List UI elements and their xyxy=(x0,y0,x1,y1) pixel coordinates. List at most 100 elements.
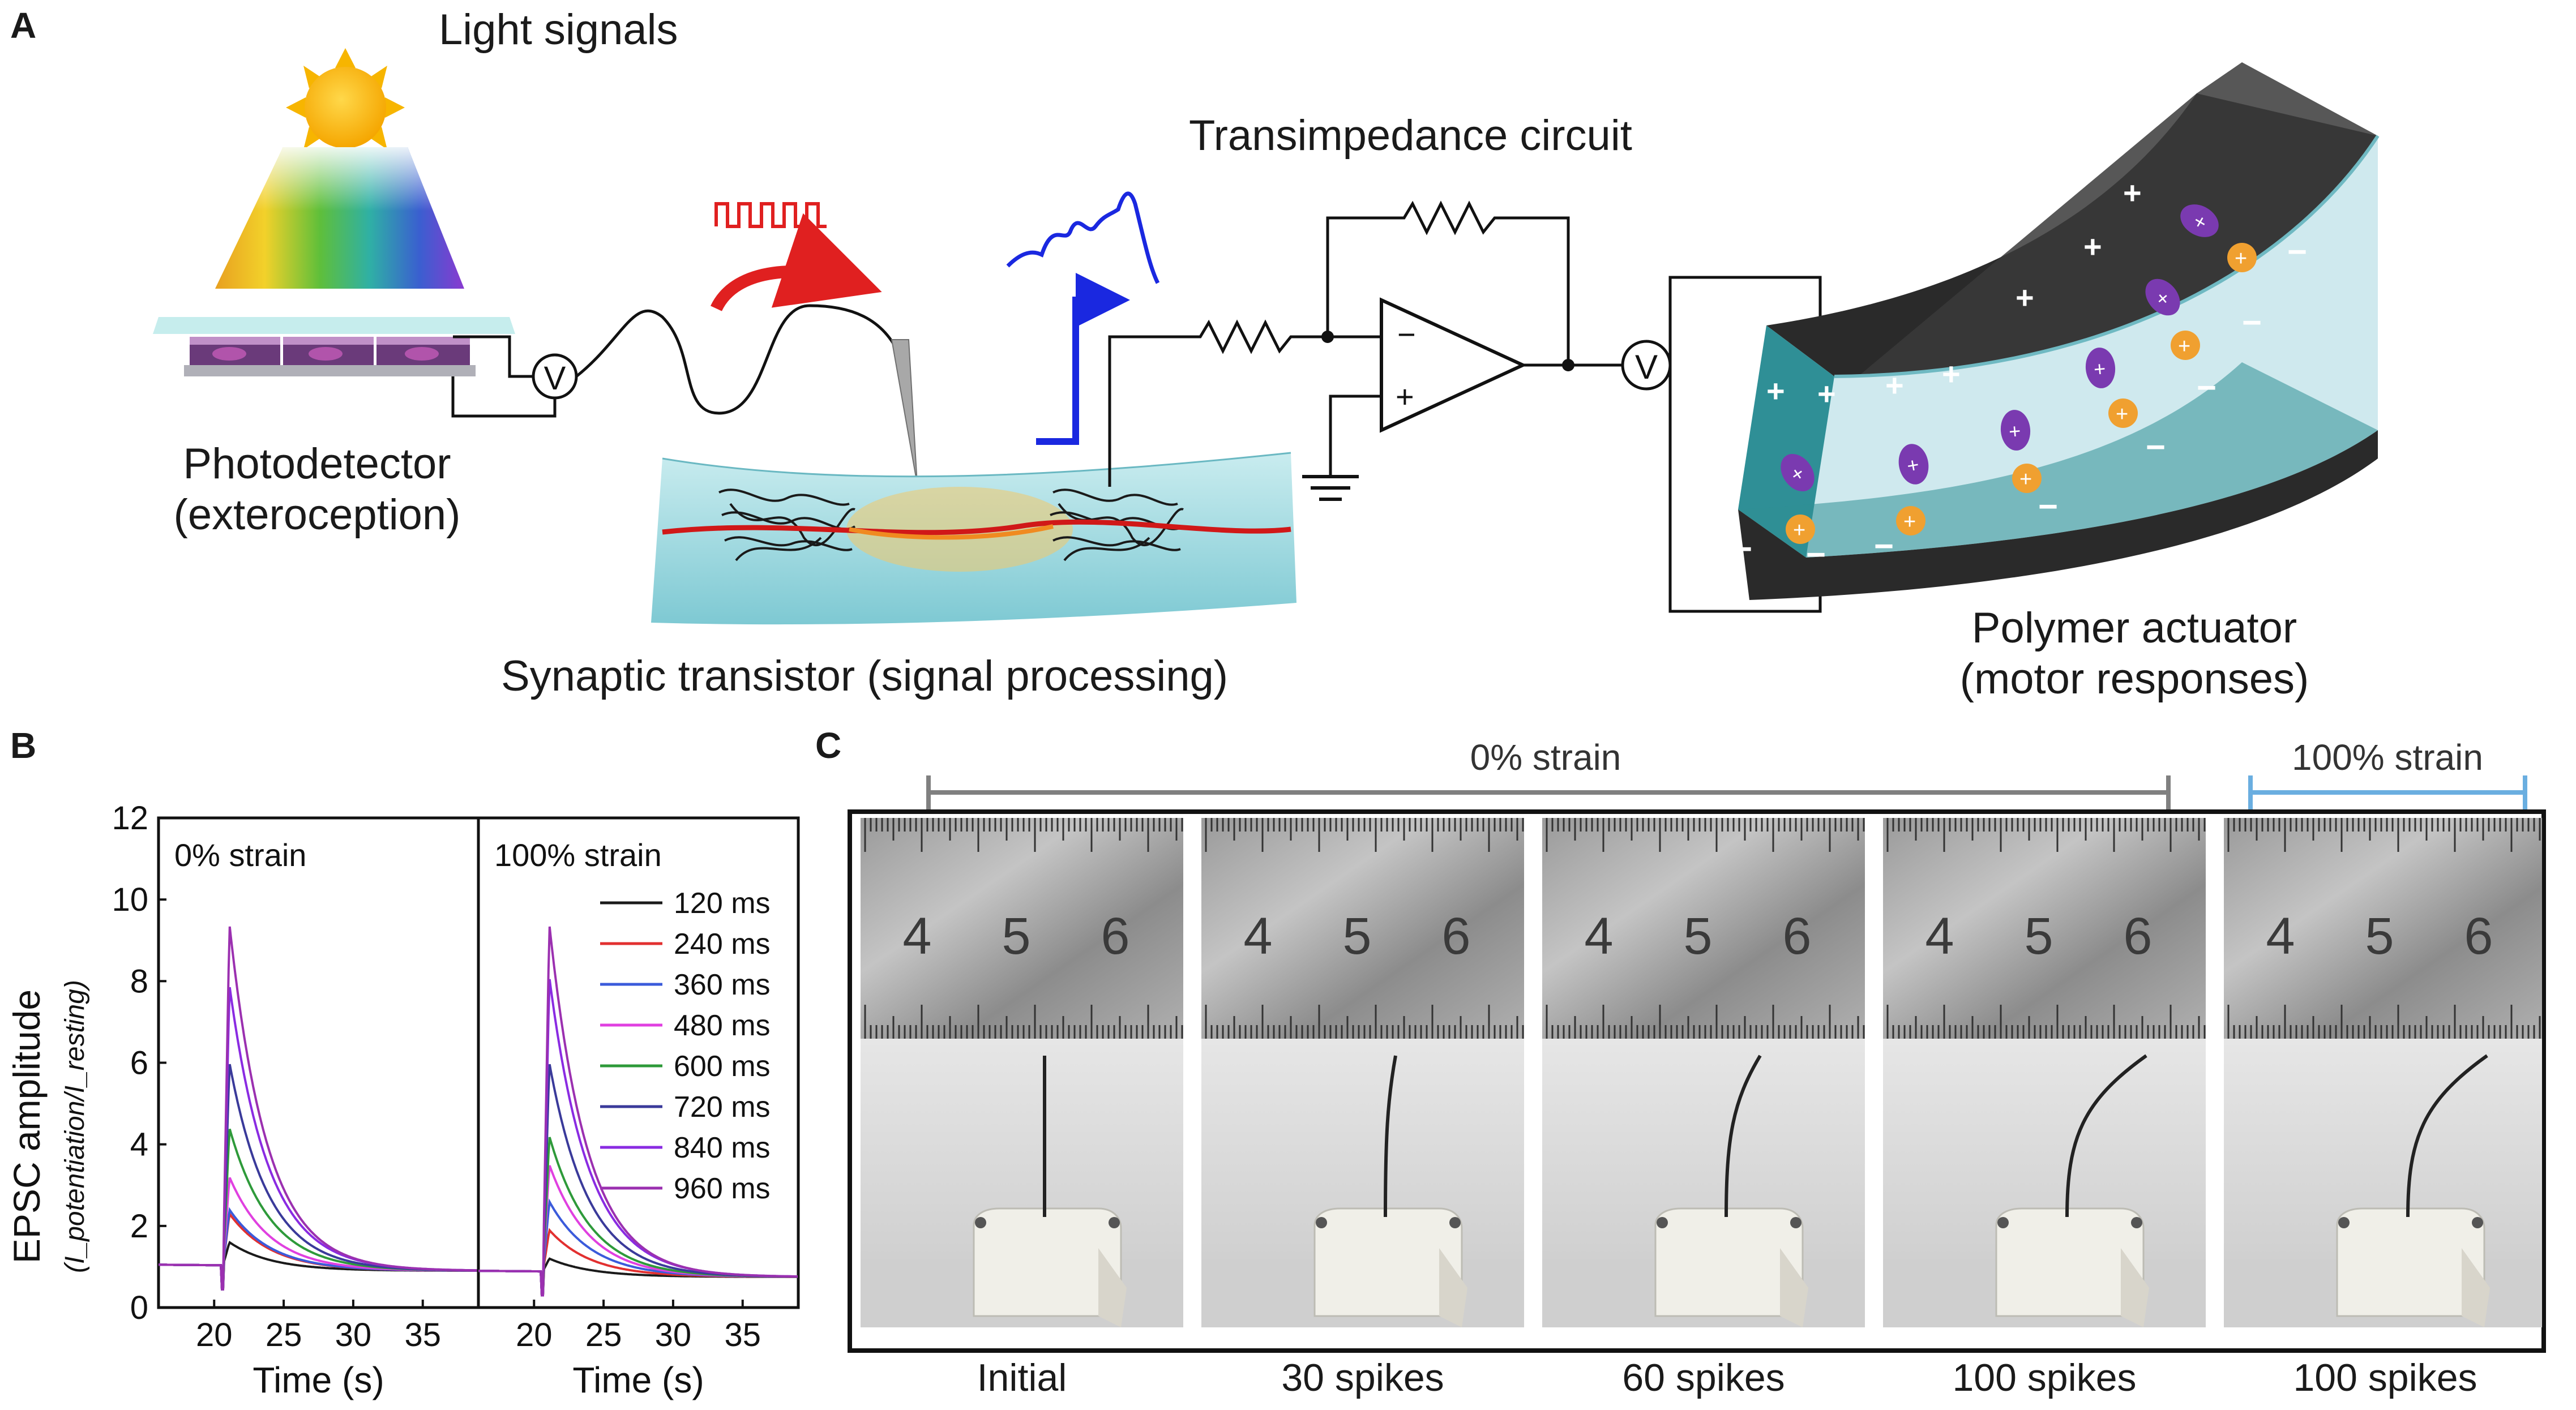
svg-text:+: + xyxy=(1942,356,1961,392)
ruler-image xyxy=(1883,818,2206,1039)
clamp-block xyxy=(1654,1207,1804,1317)
bracket-0-strain xyxy=(926,775,2171,809)
ruler-number: 5 xyxy=(1683,907,1712,965)
clamp-tape xyxy=(1780,1248,1808,1327)
photodetector-label: Photodetector (exteroception) xyxy=(170,439,464,540)
resistor-icon-feedback xyxy=(1393,200,1570,362)
sun-icon xyxy=(286,48,405,167)
svg-text:−: − xyxy=(2038,487,2058,525)
series-line xyxy=(159,1177,478,1291)
photo-caption: 100 spikes xyxy=(1952,1356,2137,1399)
photodetector-label-line1: Photodetector xyxy=(183,440,451,488)
ruler-image xyxy=(2224,818,2542,1039)
ruler-number: 5 xyxy=(2365,907,2394,965)
panel-a-letter: A xyxy=(10,5,37,46)
y-tick-label: 8 xyxy=(130,963,148,1000)
svg-text:+: + xyxy=(2083,229,2102,264)
clamp-screw xyxy=(1790,1217,1802,1228)
clamp-block xyxy=(1313,1207,1463,1317)
svg-text:+: + xyxy=(2178,335,2190,358)
ruler-number: 6 xyxy=(2123,907,2152,965)
clamp-screw xyxy=(1316,1217,1327,1228)
y-tick-label: 10 xyxy=(112,881,148,918)
legend-label: 840 ms xyxy=(674,1132,771,1164)
svg-text:−: − xyxy=(2197,368,2216,406)
photo-caption: 60 spikes xyxy=(1622,1356,1785,1399)
ruler-number: 4 xyxy=(902,907,931,965)
svg-text:+: + xyxy=(2019,468,2032,491)
svg-text:+: + xyxy=(2093,357,2107,381)
y-tick-label: 2 xyxy=(130,1208,148,1245)
actuator-strip xyxy=(1725,1055,1762,1218)
svg-text:+: + xyxy=(1817,376,1836,412)
actuator-strip xyxy=(2406,1054,2488,1218)
legend-label: 960 ms xyxy=(674,1172,771,1205)
y-tick-label: 0 xyxy=(130,1289,148,1326)
x-tick-label: 35 xyxy=(724,1317,761,1353)
ruler-number: 6 xyxy=(1101,907,1129,965)
actuator-strip xyxy=(1384,1055,1397,1218)
subplot-frame xyxy=(477,816,800,1309)
clamp-screw xyxy=(1657,1217,1668,1228)
y-tick-label: 6 xyxy=(130,1045,148,1082)
svg-text:+: + xyxy=(1793,518,1805,542)
panel-a-schematic: V xyxy=(153,48,2380,625)
panel-c-letter: C xyxy=(815,725,842,766)
svg-text:−: − xyxy=(1874,527,1894,565)
svg-text:−: − xyxy=(2146,428,2166,466)
clamp-screw xyxy=(1449,1217,1461,1228)
ruler-number: 5 xyxy=(1002,907,1030,965)
transimpedance-label: Transimpedance circuit xyxy=(1189,112,1632,160)
actuator-strip xyxy=(2065,1054,2147,1218)
ruler-image xyxy=(861,818,1183,1039)
actuator-photo: 4 5 6 xyxy=(1883,818,2206,1327)
ruler-number: 4 xyxy=(1243,907,1272,965)
x-tick-label: 30 xyxy=(655,1317,692,1353)
series-line xyxy=(159,926,478,1291)
clamp-screw xyxy=(2131,1217,2142,1228)
clamp-tape xyxy=(2462,1248,2490,1327)
clamp-tape xyxy=(1439,1248,1467,1327)
series-line xyxy=(478,1198,798,1297)
ion-icon-cations: + + + + + + xyxy=(1781,204,2219,492)
clamp-tape xyxy=(1098,1248,1127,1327)
svg-text:+: + xyxy=(2235,247,2247,271)
photodetector-label-line2: (exteroception) xyxy=(173,490,461,539)
actuator-minus-charges: −−− −−− −− xyxy=(1732,233,2307,573)
x-tick-label: 25 xyxy=(266,1317,302,1353)
subplot-frame xyxy=(157,816,480,1309)
clamp-screw xyxy=(1997,1217,2009,1228)
svg-text:−: − xyxy=(1732,530,1752,568)
synaptic-transistor-device xyxy=(651,452,1296,625)
spectrum-icon xyxy=(215,147,464,289)
svg-text:−: − xyxy=(2242,303,2262,341)
ruler-number: 4 xyxy=(2266,907,2295,965)
bracket-100-strain-label: 100% strain xyxy=(2292,737,2483,778)
legend-label: 360 ms xyxy=(674,968,771,1001)
clamp-block xyxy=(2336,1207,2485,1317)
bracket-0-strain-label: 0% strain xyxy=(1470,737,1621,778)
clamp-screw xyxy=(2338,1217,2350,1228)
ruler-number: 5 xyxy=(2024,907,2053,965)
actuator-label-line1: Polymer actuator xyxy=(1971,604,2297,652)
series-line xyxy=(478,926,798,1297)
x-tick-label: 20 xyxy=(196,1317,233,1353)
svg-text:+: + xyxy=(2116,402,2128,426)
series-line xyxy=(159,1211,478,1291)
photo-caption: Initial xyxy=(977,1356,1067,1399)
subplot-label: 0% strain xyxy=(174,837,306,873)
x-tick-label: 35 xyxy=(404,1317,441,1353)
ruler-number: 4 xyxy=(1925,907,1954,965)
clamp-screw xyxy=(975,1217,986,1228)
ruler-image xyxy=(1542,818,1865,1039)
svg-text:+: + xyxy=(1885,367,1904,403)
legend-label: 600 ms xyxy=(674,1050,771,1083)
photodetector-array xyxy=(153,317,515,376)
light-signals-label: Light signals xyxy=(439,6,678,54)
ruler-image xyxy=(1201,818,1524,1039)
